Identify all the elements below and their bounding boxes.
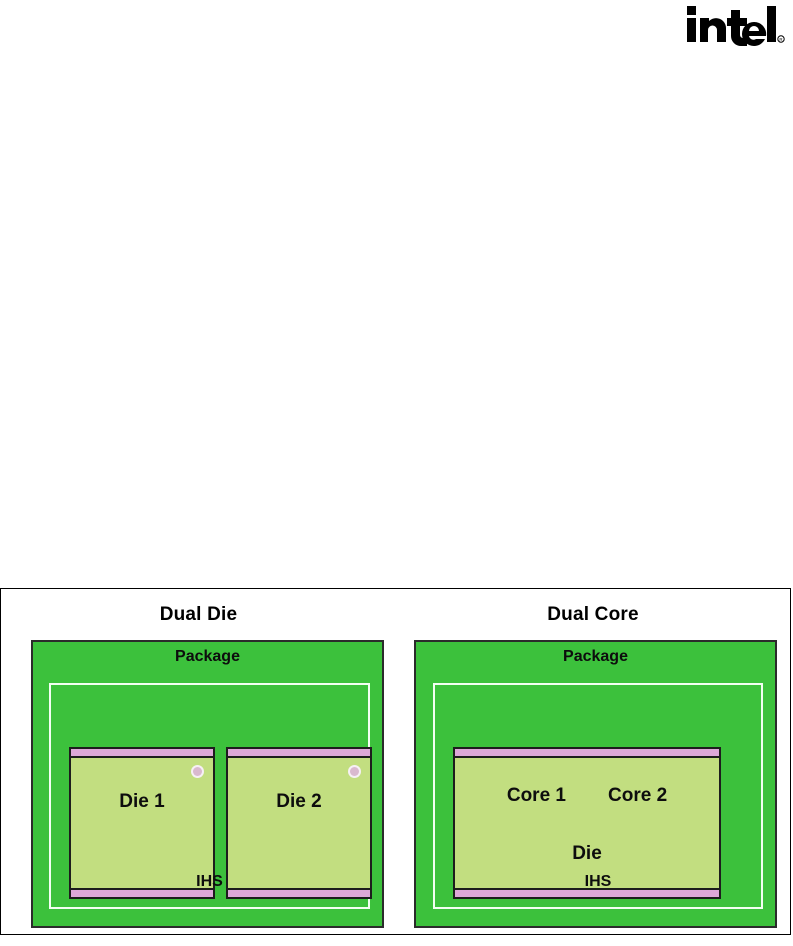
package-label: Package xyxy=(563,648,628,665)
die-bottom-bar-icon xyxy=(228,888,370,899)
die-bottom-bar-icon xyxy=(71,888,213,899)
svg-text:R: R xyxy=(779,37,782,42)
ihs-label: IHS xyxy=(196,873,223,890)
core-label-2: Core 2 xyxy=(608,785,668,806)
package-box-dual-core: Package Core 1 Core 2 Die IHS xyxy=(414,640,777,928)
die-top-bar-icon xyxy=(71,747,213,758)
die-block-1: Die 1 xyxy=(69,747,215,899)
die-top-bar-icon xyxy=(455,747,719,758)
die-label-shared: Die xyxy=(572,843,602,864)
die-block-shared: Core 1 Core 2 Die xyxy=(453,747,721,899)
die-notch-marker-icon xyxy=(350,767,359,776)
ihs-label: IHS xyxy=(584,873,612,890)
die-notch-marker-icon xyxy=(193,767,202,776)
ihs-box-dual-core: Core 1 Core 2 Die IHS xyxy=(433,683,763,909)
die-top-bar-icon xyxy=(228,747,370,758)
die-bottom-bar-icon xyxy=(455,888,719,899)
panel-dual-core: Dual Core Package Core 1 Core 2 Die IHS xyxy=(396,589,790,934)
comparison-figure: Dual Die Package Die 1 Die 2 xyxy=(0,588,791,935)
die-block-2: Die 2 xyxy=(226,747,372,899)
package-label: Package xyxy=(175,648,240,665)
core-row: Core 1 Core 2 xyxy=(455,785,719,807)
panel-dual-die: Dual Die Package Die 1 Die 2 xyxy=(1,589,396,934)
die-label-1: Die 1 xyxy=(119,791,165,812)
intel-logo: R xyxy=(685,2,785,48)
ihs-box-dual-die: Die 1 Die 2 IHS xyxy=(49,683,372,909)
panel-title-dual-core: Dual Core xyxy=(547,604,639,625)
package-box-dual-die: Package Die 1 Die 2 IHS xyxy=(31,640,384,928)
core-label-1: Core 1 xyxy=(506,785,566,806)
panel-title-dual-die: Dual Die xyxy=(159,604,238,625)
die-label-2: Die 2 xyxy=(276,791,322,812)
